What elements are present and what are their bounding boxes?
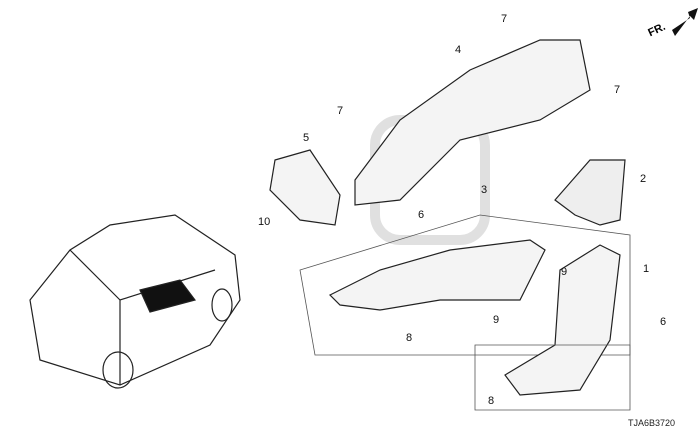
duct-part-2 (554, 159, 626, 226)
duct-part-4 (354, 39, 591, 206)
front-arrow-icon (672, 8, 698, 36)
callout-10[interactable]: 10 (258, 216, 271, 228)
duct-part-3 (299, 214, 631, 356)
callout-3[interactable]: 3 (481, 184, 488, 196)
callout-1[interactable]: 1 (643, 263, 650, 275)
duct-part-1 (474, 244, 631, 411)
callout-5[interactable]: 5 (303, 132, 310, 144)
callout-7c[interactable]: 7 (337, 105, 344, 117)
callout-4[interactable]: 4 (455, 44, 462, 56)
callout-6b[interactable]: 6 (660, 316, 667, 328)
car-illustration (29, 214, 241, 389)
callout-7b[interactable]: 7 (614, 84, 621, 96)
callout-7a[interactable]: 7 (501, 13, 508, 25)
callout-2[interactable]: 2 (640, 173, 647, 185)
bracket-part-5 (269, 149, 341, 226)
callout-9a[interactable]: 9 (493, 314, 500, 326)
callout-6a[interactable]: 6 (418, 209, 425, 221)
part-code: TJA6B3720 (628, 418, 676, 428)
callout-8a[interactable]: 8 (406, 332, 413, 344)
callout-9b[interactable]: 9 (561, 266, 568, 278)
callout-8b[interactable]: 8 (488, 395, 495, 407)
